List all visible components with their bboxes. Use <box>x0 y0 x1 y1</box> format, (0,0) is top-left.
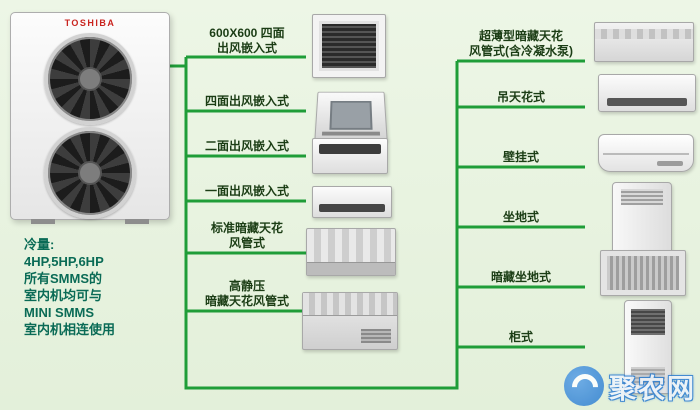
cassette-2way-image <box>312 138 388 174</box>
branch-label-cassette-600: 600X600 四面 出风嵌入式 <box>209 26 285 55</box>
fan-icon <box>44 127 136 219</box>
junong-logo-icon <box>564 366 604 406</box>
branch-label-cassette-2way: 二面出风嵌入式 <box>204 139 289 153</box>
cassette-1way-image <box>312 186 392 218</box>
cabinet-image <box>624 300 672 394</box>
branch-label-cabinet: 柜式 <box>508 330 533 344</box>
outdoor-unit-image: TOSHIBA <box>10 12 170 224</box>
branch-label-cassette-4way: 四面出风嵌入式 <box>204 94 289 108</box>
branch-label-concealed-floor: 暗藏坐地式 <box>490 270 551 284</box>
floor-standing-image <box>612 182 672 254</box>
watermark-site-name: 聚农网 <box>609 373 696 404</box>
toshiba-logo: TOSHIBA <box>64 18 116 28</box>
concealed-floor-image <box>600 250 686 296</box>
ceiling-suspended-image <box>598 74 696 112</box>
cassette-600-image <box>312 14 386 78</box>
branch-label-floor-standing: 坐地式 <box>502 210 539 224</box>
wall-mounted-image <box>598 134 694 172</box>
cassette-4way-image <box>314 91 388 141</box>
branch-label-ceiling-suspended: 吊天花式 <box>496 90 545 104</box>
branch-label-slim-duct: 超薄型暗藏天花 风管式(含冷凝水泵) <box>469 29 573 58</box>
capacity-note: 冷量: 4HP,5HP,6HP 所有SMMS的 室内机均可与 MINI SMMS… <box>24 237 116 337</box>
slim-duct-image <box>594 22 694 62</box>
watermark: 聚农网 <box>564 366 696 406</box>
branch-label-wall-mounted: 壁挂式 <box>502 150 539 164</box>
branch-label-standard-duct: 标准暗藏天花 风管式 <box>210 221 283 250</box>
branch-label-cassette-1way: 一面出风嵌入式 <box>204 184 289 198</box>
standard-duct-image <box>306 228 396 276</box>
fan-icon <box>44 33 136 125</box>
branch-label-high-static-duct: 高静压 暗藏天花风管式 <box>204 279 289 308</box>
high-static-duct-image <box>302 292 398 350</box>
